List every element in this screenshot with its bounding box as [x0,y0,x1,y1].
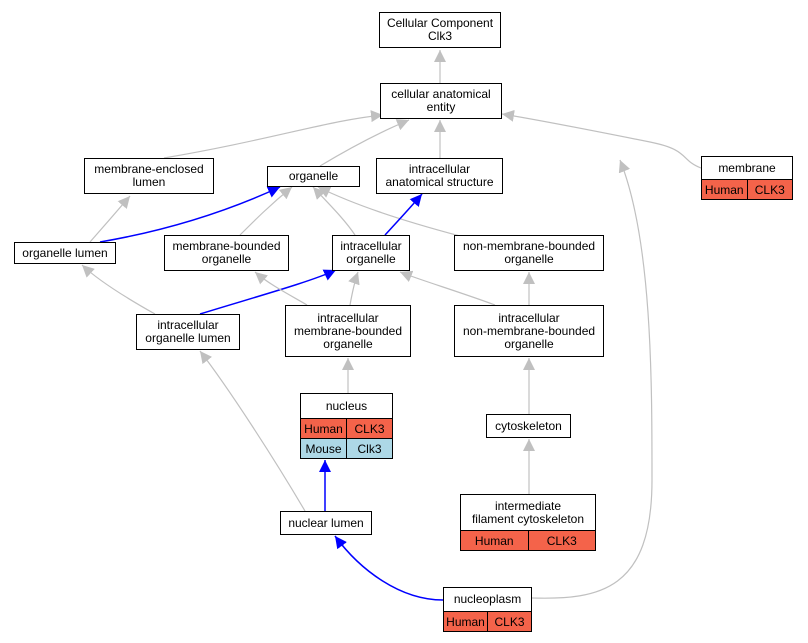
node-io[interactable]: intracellular organelle [332,235,410,271]
node-label: nucleoplasm [453,592,522,606]
edge-ol-to-mel [89,195,131,243]
node-root[interactable]: Cellular Component Clk3 [379,12,501,48]
edges-layer [81,50,702,601]
annotation-species: Human [474,533,514,548]
edge-mbo-to-org [239,186,293,236]
node-label: nucleus [325,398,368,413]
node-nmbo[interactable]: non-membrane-bounded organelle [454,235,604,271]
node-mbo[interactable]: membrane-bounded organelle [164,235,289,271]
edge-nl-to-iol [199,350,306,512]
edge-io-to-ias [384,193,423,236]
edge-inmbo-to-io [399,270,496,306]
node-label: membrane-enclosed lumen [94,162,204,189]
node-label: cellular anatomical entity [391,87,491,114]
edge-imbo-to-mbo [254,271,308,306]
node-label: organelle lumen [22,245,108,260]
node-ol[interactable]: organelle lumen [14,242,116,264]
node-label: intracellular anatomical structure [385,162,494,189]
annotation-gene[interactable]: CLK3 [527,531,596,550]
annotation-gene[interactable]: CLK3 [487,612,531,631]
edge-np-to-cae [531,159,653,599]
node-label: Cellular Component Clk3 [386,16,494,43]
node-label: intracellular organelle [340,239,402,266]
annotation-row-human: Human CLK3 [461,530,595,550]
node-label: cytoskeleton [495,418,562,433]
node-label: membrane-bounded organelle [172,239,281,266]
edge-iol-to-io [199,269,337,315]
edge-org-to-cae [319,119,410,167]
node-imbo[interactable]: intracellular membrane-bounded organelle [285,305,411,357]
node-label: nuclear lumen [288,515,364,530]
annotation-species: Mouse [305,441,342,456]
node-nl[interactable]: nuclear lumen [280,511,372,535]
annotation-gene[interactable]: CLK3 [746,180,793,199]
edge-imbo-to-io [348,271,360,306]
node-inmbo[interactable]: intracellular non-membrane-bounded organ… [454,305,604,357]
annotation-gene[interactable]: CLK3 [346,419,392,438]
node-label: intermediate filament cytoskeleton [471,498,585,526]
node-label: intracellular membrane-bounded organelle [293,310,403,351]
node-label: organelle [288,169,339,183]
edge-ol-to-org [99,186,281,243]
node-ias[interactable]: intracellular anatomical structure [376,158,503,194]
node-iol[interactable]: intracellular organelle lumen [136,314,240,350]
annotation-row-mouse: Mouse Clk3 [301,438,392,458]
edge-mem-to-cae [501,109,702,169]
edge-nmbo-to-org [317,186,461,237]
annotation-species: Human [704,182,744,197]
node-label: intracellular organelle lumen [145,318,231,345]
node-label: membrane [718,160,776,175]
node-mel[interactable]: membrane-enclosed lumen [84,158,214,194]
annotation-species: Human [446,614,485,629]
node-org[interactable]: organelle [267,166,360,187]
annotation-gene[interactable]: Clk3 [346,439,392,458]
edge-io-to-org [312,186,356,236]
node-label: intracellular non-membrane-bounded organ… [462,310,596,351]
edge-iol-to-ol [81,264,156,315]
edge-mel-to-cae [163,110,384,159]
annotation-species: Human [304,421,343,436]
node-cyto[interactable]: cytoskeleton [486,414,571,438]
node-label: non-membrane-bounded organelle [462,239,596,266]
edge-np-to-nl [334,535,444,601]
node-cae[interactable]: cellular anatomical entity [380,83,502,119]
